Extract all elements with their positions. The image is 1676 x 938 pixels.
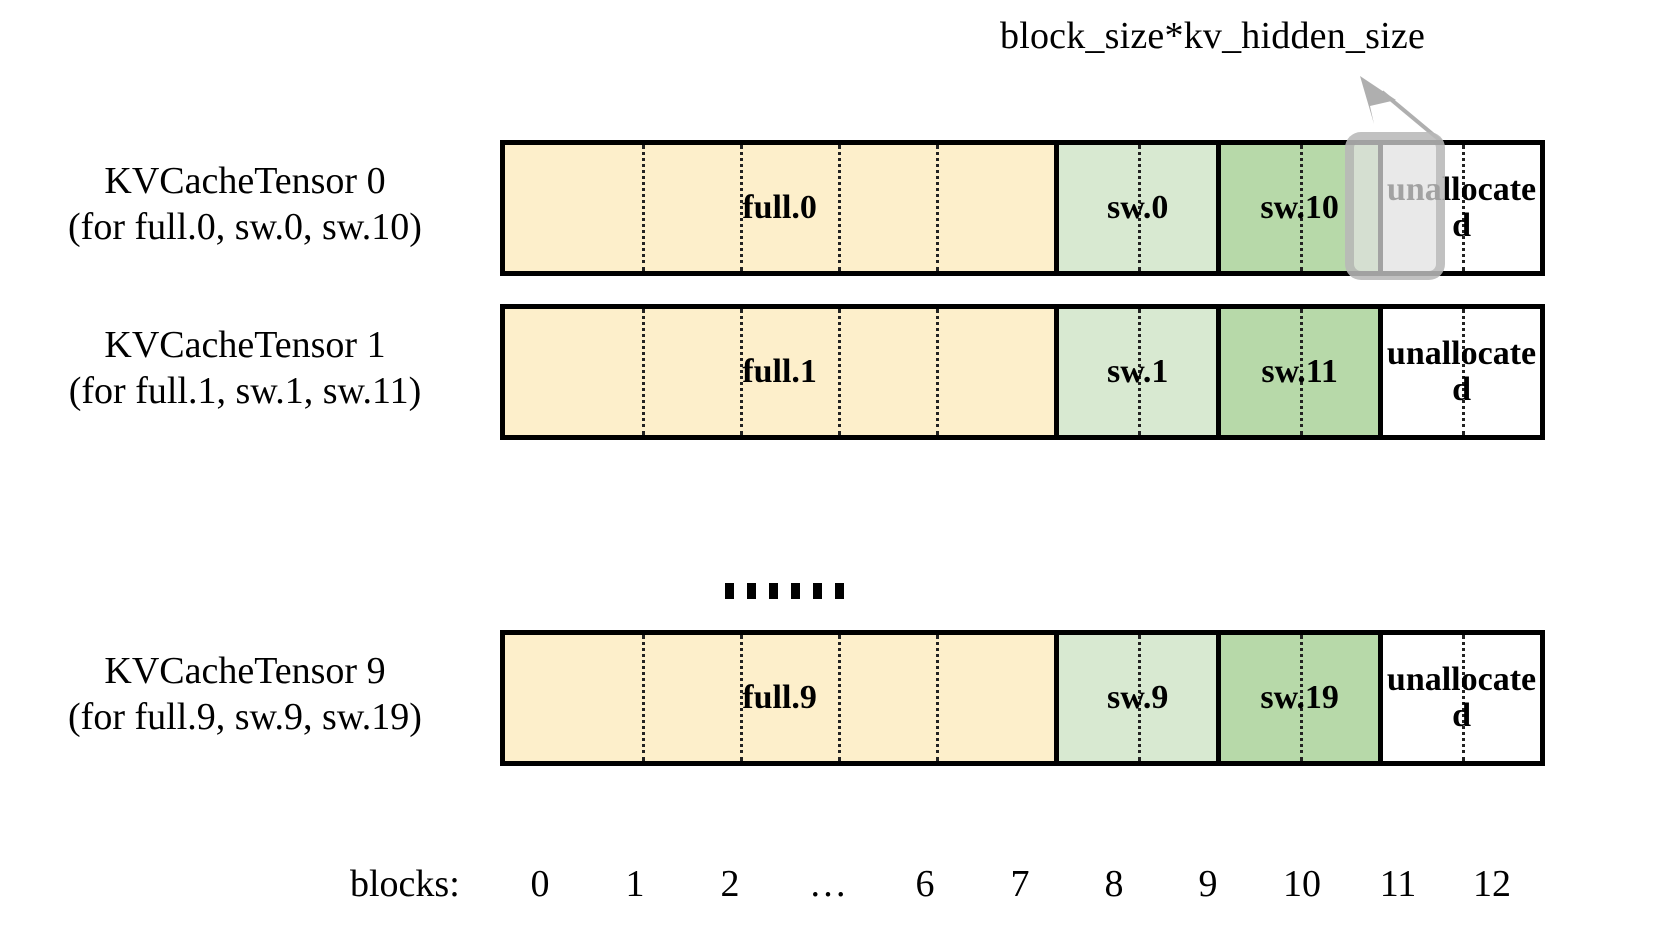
segment-full-0[interactable]: full.0 <box>505 145 1055 271</box>
block-divider <box>1461 635 1465 761</box>
block-tick-11: 11 <box>1379 863 1417 905</box>
block-divider <box>838 309 842 435</box>
row-caption-0-line1: KVCacheTensor 0 <box>104 160 386 202</box>
callout-label: block_size*kv_hidden_size <box>1000 15 1426 57</box>
row-caption-2: KVCacheTensor 9 (for full.9, sw.9, sw.19… <box>0 648 490 741</box>
segment-full-1[interactable]: full.1 <box>505 309 1055 435</box>
segment-sw-11[interactable]: sw.11 <box>1216 309 1379 435</box>
ellipsis-dot <box>835 583 844 599</box>
segment-unallocated-1[interactable]: unallocated <box>1378 309 1540 435</box>
row-caption-1: KVCacheTensor 1 (for full.1, sw.1, sw.11… <box>0 322 490 415</box>
segment-label: unallocated <box>1386 335 1537 408</box>
block-divider <box>838 635 842 761</box>
row-caption-0: KVCacheTensor 0 (for full.0, sw.0, sw.10… <box>0 158 490 251</box>
block-divider <box>1299 309 1303 435</box>
block-tick-0: 0 <box>530 863 550 905</box>
row-caption-2-line2: (for full.9, sw.9, sw.19) <box>68 696 422 739</box>
segment-label: sw.1 <box>1106 353 1169 391</box>
block-tick-8: 8 <box>1104 863 1124 905</box>
blocks-axis: blocks: 0 1 2 … 6 7 8 9 10 11 12 <box>0 862 1676 922</box>
block-divider <box>1461 145 1465 271</box>
block-tick-6: 6 <box>915 863 935 905</box>
block-tick-7: 7 <box>1010 863 1030 905</box>
segment-label: sw.19 <box>1260 679 1339 717</box>
segment-label: sw.11 <box>1261 353 1338 391</box>
ellipsis-dot <box>747 583 756 599</box>
block-divider <box>1299 635 1303 761</box>
segment-label: unallocated <box>1386 661 1537 734</box>
block-divider <box>740 145 744 271</box>
block-tick-dots: … <box>809 863 847 905</box>
block-divider <box>740 309 744 435</box>
block-divider <box>1137 309 1141 435</box>
block-highlight-box[interactable] <box>1345 132 1445 280</box>
block-tick-9: 9 <box>1198 863 1218 905</box>
block-tick-12: 12 <box>1473 863 1511 905</box>
segment-label: full.0 <box>742 189 817 227</box>
block-divider <box>936 145 940 271</box>
block-divider <box>740 635 744 761</box>
row-caption-1-line2: (for full.1, sw.1, sw.11) <box>68 370 422 413</box>
segment-unallocated-9[interactable]: unallocated <box>1378 635 1540 761</box>
block-divider <box>936 635 940 761</box>
block-tick-10: 10 <box>1283 863 1321 905</box>
segment-label: sw.10 <box>1260 189 1339 227</box>
segment-label: full.1 <box>742 353 817 391</box>
block-divider <box>642 145 646 271</box>
rows-ellipsis <box>725 583 844 599</box>
segment-full-9[interactable]: full.9 <box>505 635 1055 761</box>
ellipsis-dot <box>725 583 734 599</box>
block-divider <box>936 309 940 435</box>
segment-sw-1[interactable]: sw.1 <box>1054 309 1217 435</box>
block-divider <box>1137 145 1141 271</box>
segment-sw-19[interactable]: sw.19 <box>1216 635 1379 761</box>
segment-label: sw.9 <box>1106 679 1169 717</box>
ellipsis-dot <box>813 583 822 599</box>
row-caption-2-line1: KVCacheTensor 9 <box>104 650 386 692</box>
row-caption-0-line2: (for full.0, sw.0, sw.10) <box>68 206 422 249</box>
block-tick-2: 2 <box>720 863 740 905</box>
block-divider <box>1299 145 1303 271</box>
ellipsis-dot <box>791 583 800 599</box>
block-divider <box>838 145 842 271</box>
block-tick-1: 1 <box>625 863 645 905</box>
kvcache-tensor-row-9: full.9 sw.9 sw.19 unallocated <box>500 630 1545 766</box>
segment-sw-0[interactable]: sw.0 <box>1054 145 1217 271</box>
block-divider <box>1461 309 1465 435</box>
block-divider <box>1137 635 1141 761</box>
block-divider <box>642 635 646 761</box>
block-divider <box>642 309 646 435</box>
segment-sw-9[interactable]: sw.9 <box>1054 635 1217 761</box>
blocks-axis-title: blocks: <box>350 863 460 905</box>
segment-label: sw.0 <box>1106 189 1169 227</box>
kvcache-tensor-row-1: full.1 sw.1 sw.11 unallocated <box>500 304 1545 440</box>
segment-label: full.9 <box>742 679 817 717</box>
ellipsis-dot <box>769 583 778 599</box>
row-caption-1-line1: KVCacheTensor 1 <box>104 324 386 366</box>
